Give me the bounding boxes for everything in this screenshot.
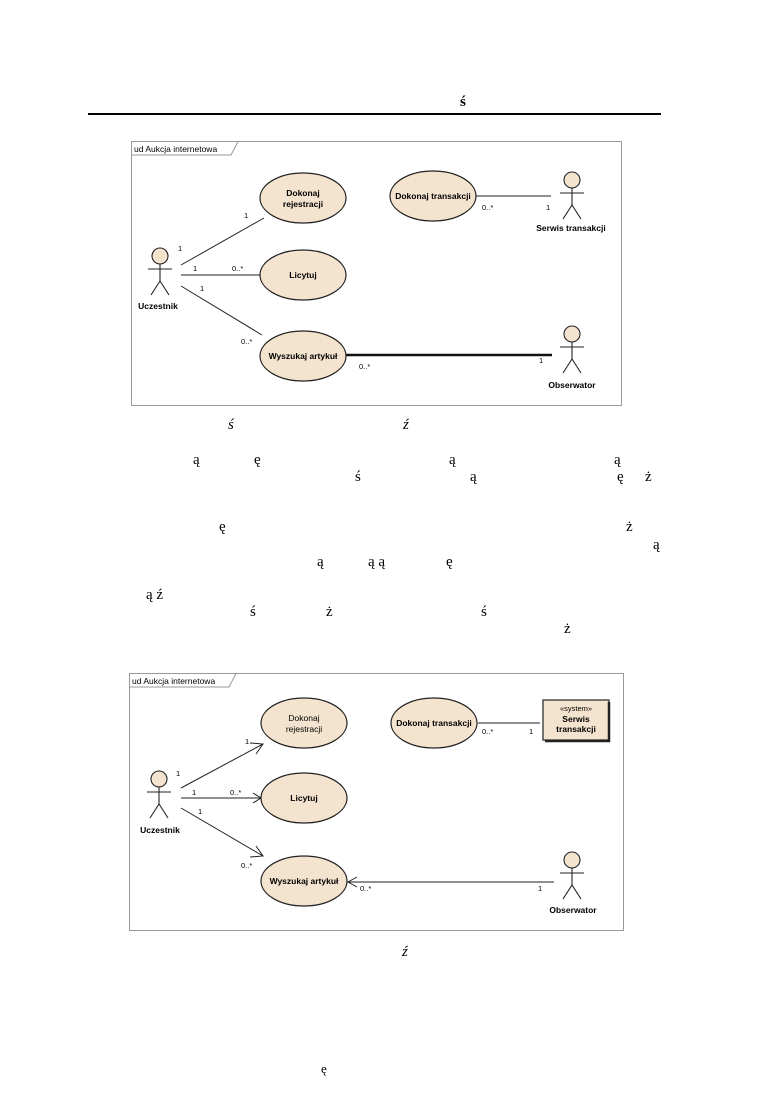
frame-tab xyxy=(129,673,237,688)
arrow-head xyxy=(346,876,358,888)
body-fragment: ż xyxy=(326,604,333,620)
body-fragment: ę xyxy=(446,554,453,570)
multiplicity-label: 0..* xyxy=(482,727,493,736)
assoc-uczestnik-rejestracja xyxy=(180,217,265,266)
body-fragment: ę xyxy=(254,452,261,468)
multiplicity-label: 1 xyxy=(529,727,533,736)
use-case-label: Dokonaj transakcji xyxy=(395,191,471,201)
actor-uczestnik xyxy=(148,247,172,296)
use-case-wyszukaj-artykul: Wyszukaj artykuł xyxy=(259,330,347,382)
use-case-dokonaj-transakcji: Dokonaj transakcji xyxy=(389,170,477,222)
multiplicity-label: 0..* xyxy=(230,788,241,797)
body-fragment: ą xyxy=(614,452,621,468)
use-case-licytuj: Licytuj xyxy=(259,249,347,301)
actor-obserwator xyxy=(560,325,584,374)
actor-label: Uczestnik xyxy=(140,825,180,835)
header-rule xyxy=(88,113,661,115)
multiplicity-label: 1 xyxy=(538,884,542,893)
multiplicity-label: 1 xyxy=(192,788,196,797)
body-fragment: ą xyxy=(470,469,477,485)
body-fragment: ż xyxy=(645,469,652,485)
assoc-uczestnik-wyszukaj xyxy=(180,807,264,857)
use-case-label: Dokonaj xyxy=(286,188,320,198)
actor-label: Obserwator xyxy=(549,905,597,915)
body-fragment: ę xyxy=(617,469,624,485)
actor-uczestnik xyxy=(147,770,171,819)
system-stereotype: «system» xyxy=(560,704,592,713)
use-case-label: Wyszukaj artykuł xyxy=(270,876,339,886)
system-name: Serwis xyxy=(562,714,590,724)
multiplicity-label: 0..* xyxy=(241,337,252,346)
multiplicity-label: 0..* xyxy=(359,362,370,371)
actor-label: Serwis transakcji xyxy=(536,223,605,233)
use-case-dokonaj-transakcji: Dokonaj transakcji xyxy=(390,697,478,749)
multiplicity-label: 1 xyxy=(176,769,180,778)
actor-label: Uczestnik xyxy=(138,301,178,311)
multiplicity-label: 1 xyxy=(244,211,248,220)
use-case-label: Licytuj xyxy=(289,270,316,280)
diagram-frame xyxy=(129,673,624,931)
body-fragment: ą ą xyxy=(368,554,386,570)
arrow-head xyxy=(249,845,264,858)
assoc-uczestnik-wyszukaj xyxy=(180,285,263,336)
multiplicity-label: 0..* xyxy=(241,861,252,870)
arrow-head xyxy=(249,742,264,755)
body-fragment: ą xyxy=(317,554,324,570)
use-case-dokonaj-rejestracji: Dokonaj rejestracji xyxy=(259,172,347,224)
body-fragment: ą ź xyxy=(146,587,164,603)
body-fragment: ę xyxy=(219,519,226,535)
multiplicity-label: 1 xyxy=(193,264,197,273)
multiplicity-label: 1 xyxy=(546,203,550,212)
frame-tab xyxy=(131,141,239,156)
system-name: transakcji xyxy=(556,724,596,734)
multiplicity-label: 1 xyxy=(198,807,202,816)
multiplicity-label: 0..* xyxy=(232,264,243,273)
page-footer-glyph: ę xyxy=(321,1061,327,1076)
multiplicity-label: 0..* xyxy=(482,203,493,212)
use-case-diagram-1: ud Aukcja internetowa Dokonaj rejestracj… xyxy=(131,141,622,406)
frame-label: ud Aukcja internetowa xyxy=(132,676,215,686)
body-fragment: ż xyxy=(626,519,633,535)
body-fragment: ś xyxy=(250,604,256,620)
frame-label: ud Aukcja internetowa xyxy=(134,144,217,154)
multiplicity-label: 1 xyxy=(539,356,543,365)
body-fragment: ą xyxy=(449,452,456,468)
page-header-glyph: ś xyxy=(460,94,466,110)
multiplicity-label: 1 xyxy=(178,244,182,253)
system-serwis-transakcji: «system» Serwis transakcji xyxy=(542,699,611,743)
assoc-uczestnik-rejestracja xyxy=(180,743,264,789)
use-case-dokonaj-rejestracji: Dokonaj rejestracji xyxy=(260,697,348,749)
use-case-label: Licytuj xyxy=(290,793,317,803)
use-case-label: Dokonaj xyxy=(288,713,319,723)
body-fragment: ą xyxy=(653,537,660,553)
use-case-label: rejestracji xyxy=(283,199,323,209)
use-case-label: rejestracji xyxy=(286,724,322,734)
actor-serwis-transakcji xyxy=(560,171,584,220)
use-case-licytuj: Licytuj xyxy=(260,772,348,824)
body-fragment: ż xyxy=(564,621,571,637)
actor-label: Obserwator xyxy=(548,380,596,390)
body-fragment: ś xyxy=(355,469,361,485)
diagram-frame xyxy=(131,141,622,406)
use-case-diagram-2: ud Aukcja internetowa Dokonaj rejestracj… xyxy=(129,673,624,931)
use-case-wyszukaj-artykul: Wyszukaj artykuł xyxy=(260,855,348,907)
body-fragment: ą xyxy=(193,452,200,468)
multiplicity-label: 1 xyxy=(245,737,249,746)
caption-2-fragment: ź xyxy=(402,944,408,960)
actor-obserwator xyxy=(560,851,584,900)
body-fragment: ś xyxy=(481,604,487,620)
use-case-label: Wyszukaj artykuł xyxy=(269,351,338,361)
multiplicity-label: 1 xyxy=(200,284,204,293)
multiplicity-label: 0..* xyxy=(360,884,371,893)
caption-1-fragment: ś xyxy=(228,417,234,433)
use-case-label: Dokonaj transakcji xyxy=(396,718,472,728)
caption-1-fragment: ź xyxy=(403,417,409,433)
